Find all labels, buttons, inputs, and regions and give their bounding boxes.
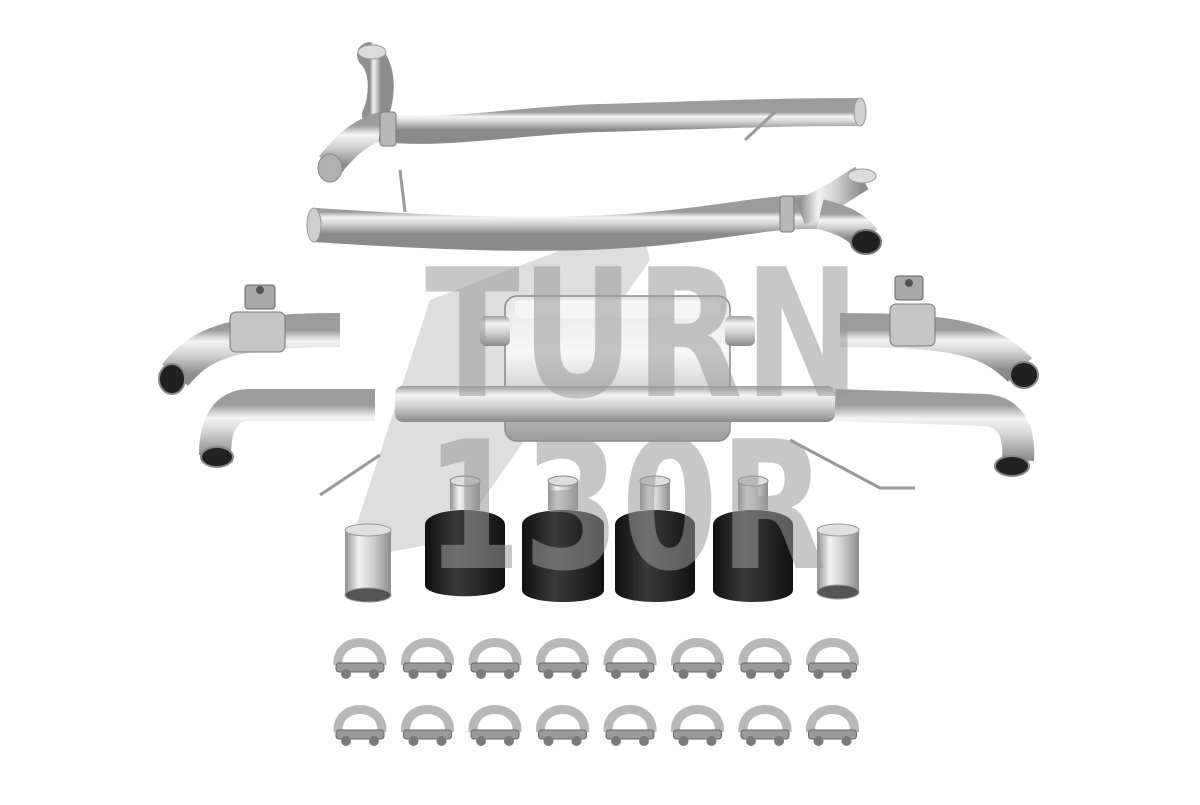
band-clamp: [401, 638, 454, 679]
band-clamp: [806, 638, 859, 679]
band-clamp: [468, 638, 522, 679]
left-valve-pipe: [158, 284, 341, 395]
band-clamp: [671, 638, 724, 679]
band-clamp: [603, 705, 657, 746]
left-lower-pipe: [199, 389, 381, 497]
band-clamp: [333, 638, 387, 679]
black-tip-3: [615, 475, 695, 602]
band-clamp: [806, 705, 859, 746]
right-lower-pipe: [789, 389, 1035, 490]
band-clamp: [738, 705, 792, 746]
black-tip-1: [425, 475, 505, 597]
upper-y-pipe: [317, 42, 867, 183]
band-clamp: [536, 638, 589, 679]
black-tip-4: [713, 475, 793, 602]
band-clamp: [536, 705, 589, 746]
lower-mid-pipe: [306, 166, 882, 255]
band-clamps: [333, 638, 859, 746]
black-exhaust-tips: [425, 475, 793, 602]
polished-tip-left: [344, 523, 392, 603]
right-valve-pipe: [839, 275, 1039, 389]
band-clamp: [738, 638, 792, 679]
center-muffler: [395, 295, 835, 442]
band-clamp: [671, 705, 724, 746]
band-clamp: [603, 638, 657, 679]
band-clamp: [468, 705, 522, 746]
watermark-text-line2: 130R: [425, 403, 828, 610]
watermark-text-line1: TURN: [425, 231, 862, 438]
black-tip-2: [522, 475, 604, 602]
band-clamp: [401, 705, 454, 746]
polished-tip-right: [816, 523, 860, 600]
band-clamp: [333, 705, 387, 746]
